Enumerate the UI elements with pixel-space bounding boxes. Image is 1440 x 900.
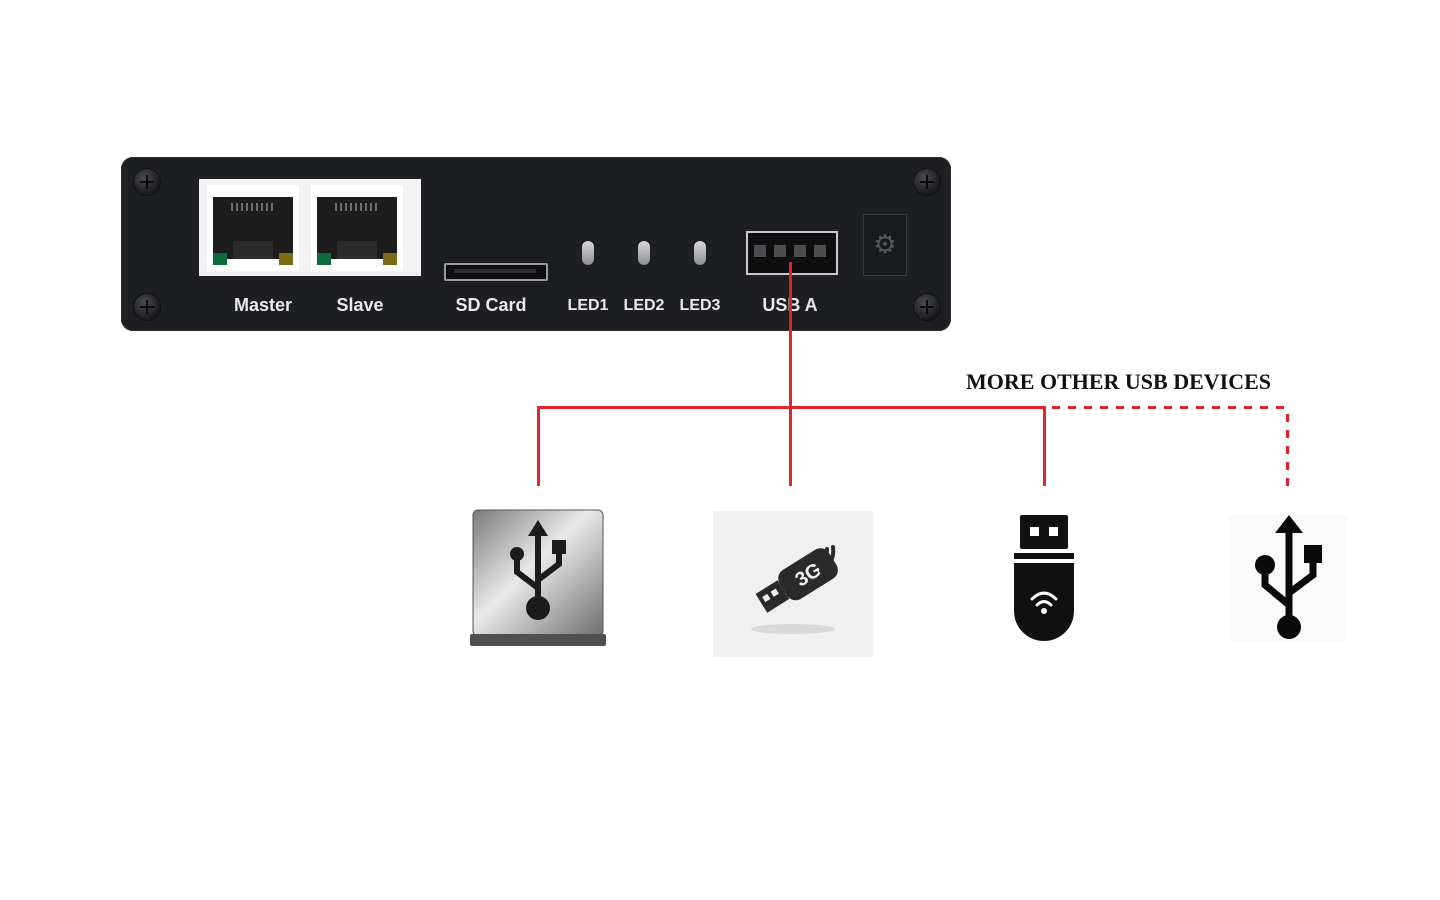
master-ethernet-port (207, 185, 299, 271)
screw-icon (133, 293, 161, 321)
screw-icon (913, 168, 941, 196)
link-led (213, 253, 227, 265)
sd-card-slot (444, 263, 548, 281)
screw-icon (133, 168, 161, 196)
device-front-panel: ⚙ Master Slave SD Card LED1 LED2 LED3 US… (121, 157, 951, 331)
led2-label: LED2 (623, 297, 665, 314)
activity-led (279, 253, 293, 265)
master-label: Master (233, 295, 293, 315)
dashed-drop-line (1286, 414, 1289, 486)
slave-label: Slave (336, 295, 384, 315)
usb-a-port (746, 231, 838, 275)
3g-usb-modem-icon: 3G (713, 511, 873, 657)
led3-label: LED3 (679, 297, 721, 314)
link-led (317, 253, 331, 265)
usb-bus-line (537, 406, 1046, 409)
led3-indicator (694, 241, 706, 265)
usb-trunk-line (789, 262, 792, 486)
led2-indicator (638, 241, 650, 265)
drop-line-hdd (537, 406, 540, 486)
usb-symbol-icon (1229, 515, 1347, 641)
dashed-extension-line (1052, 406, 1290, 409)
sd-card-label: SD Card (455, 295, 527, 315)
slave-ethernet-port (311, 185, 403, 271)
ethernet-ports (199, 179, 421, 276)
screw-icon (913, 293, 941, 321)
usb-flash-drive-icon (1012, 515, 1076, 641)
led1-indicator (582, 241, 594, 265)
more-devices-label: MORE OTHER USB DEVICES (966, 369, 1272, 394)
led1-label: LED1 (567, 297, 609, 314)
power-button: ⚙ (863, 214, 907, 276)
gear-icon: ⚙ (873, 229, 897, 259)
drop-line-flash (1043, 406, 1046, 486)
activity-led (383, 253, 397, 265)
usb-hard-drive-icon (469, 508, 607, 648)
